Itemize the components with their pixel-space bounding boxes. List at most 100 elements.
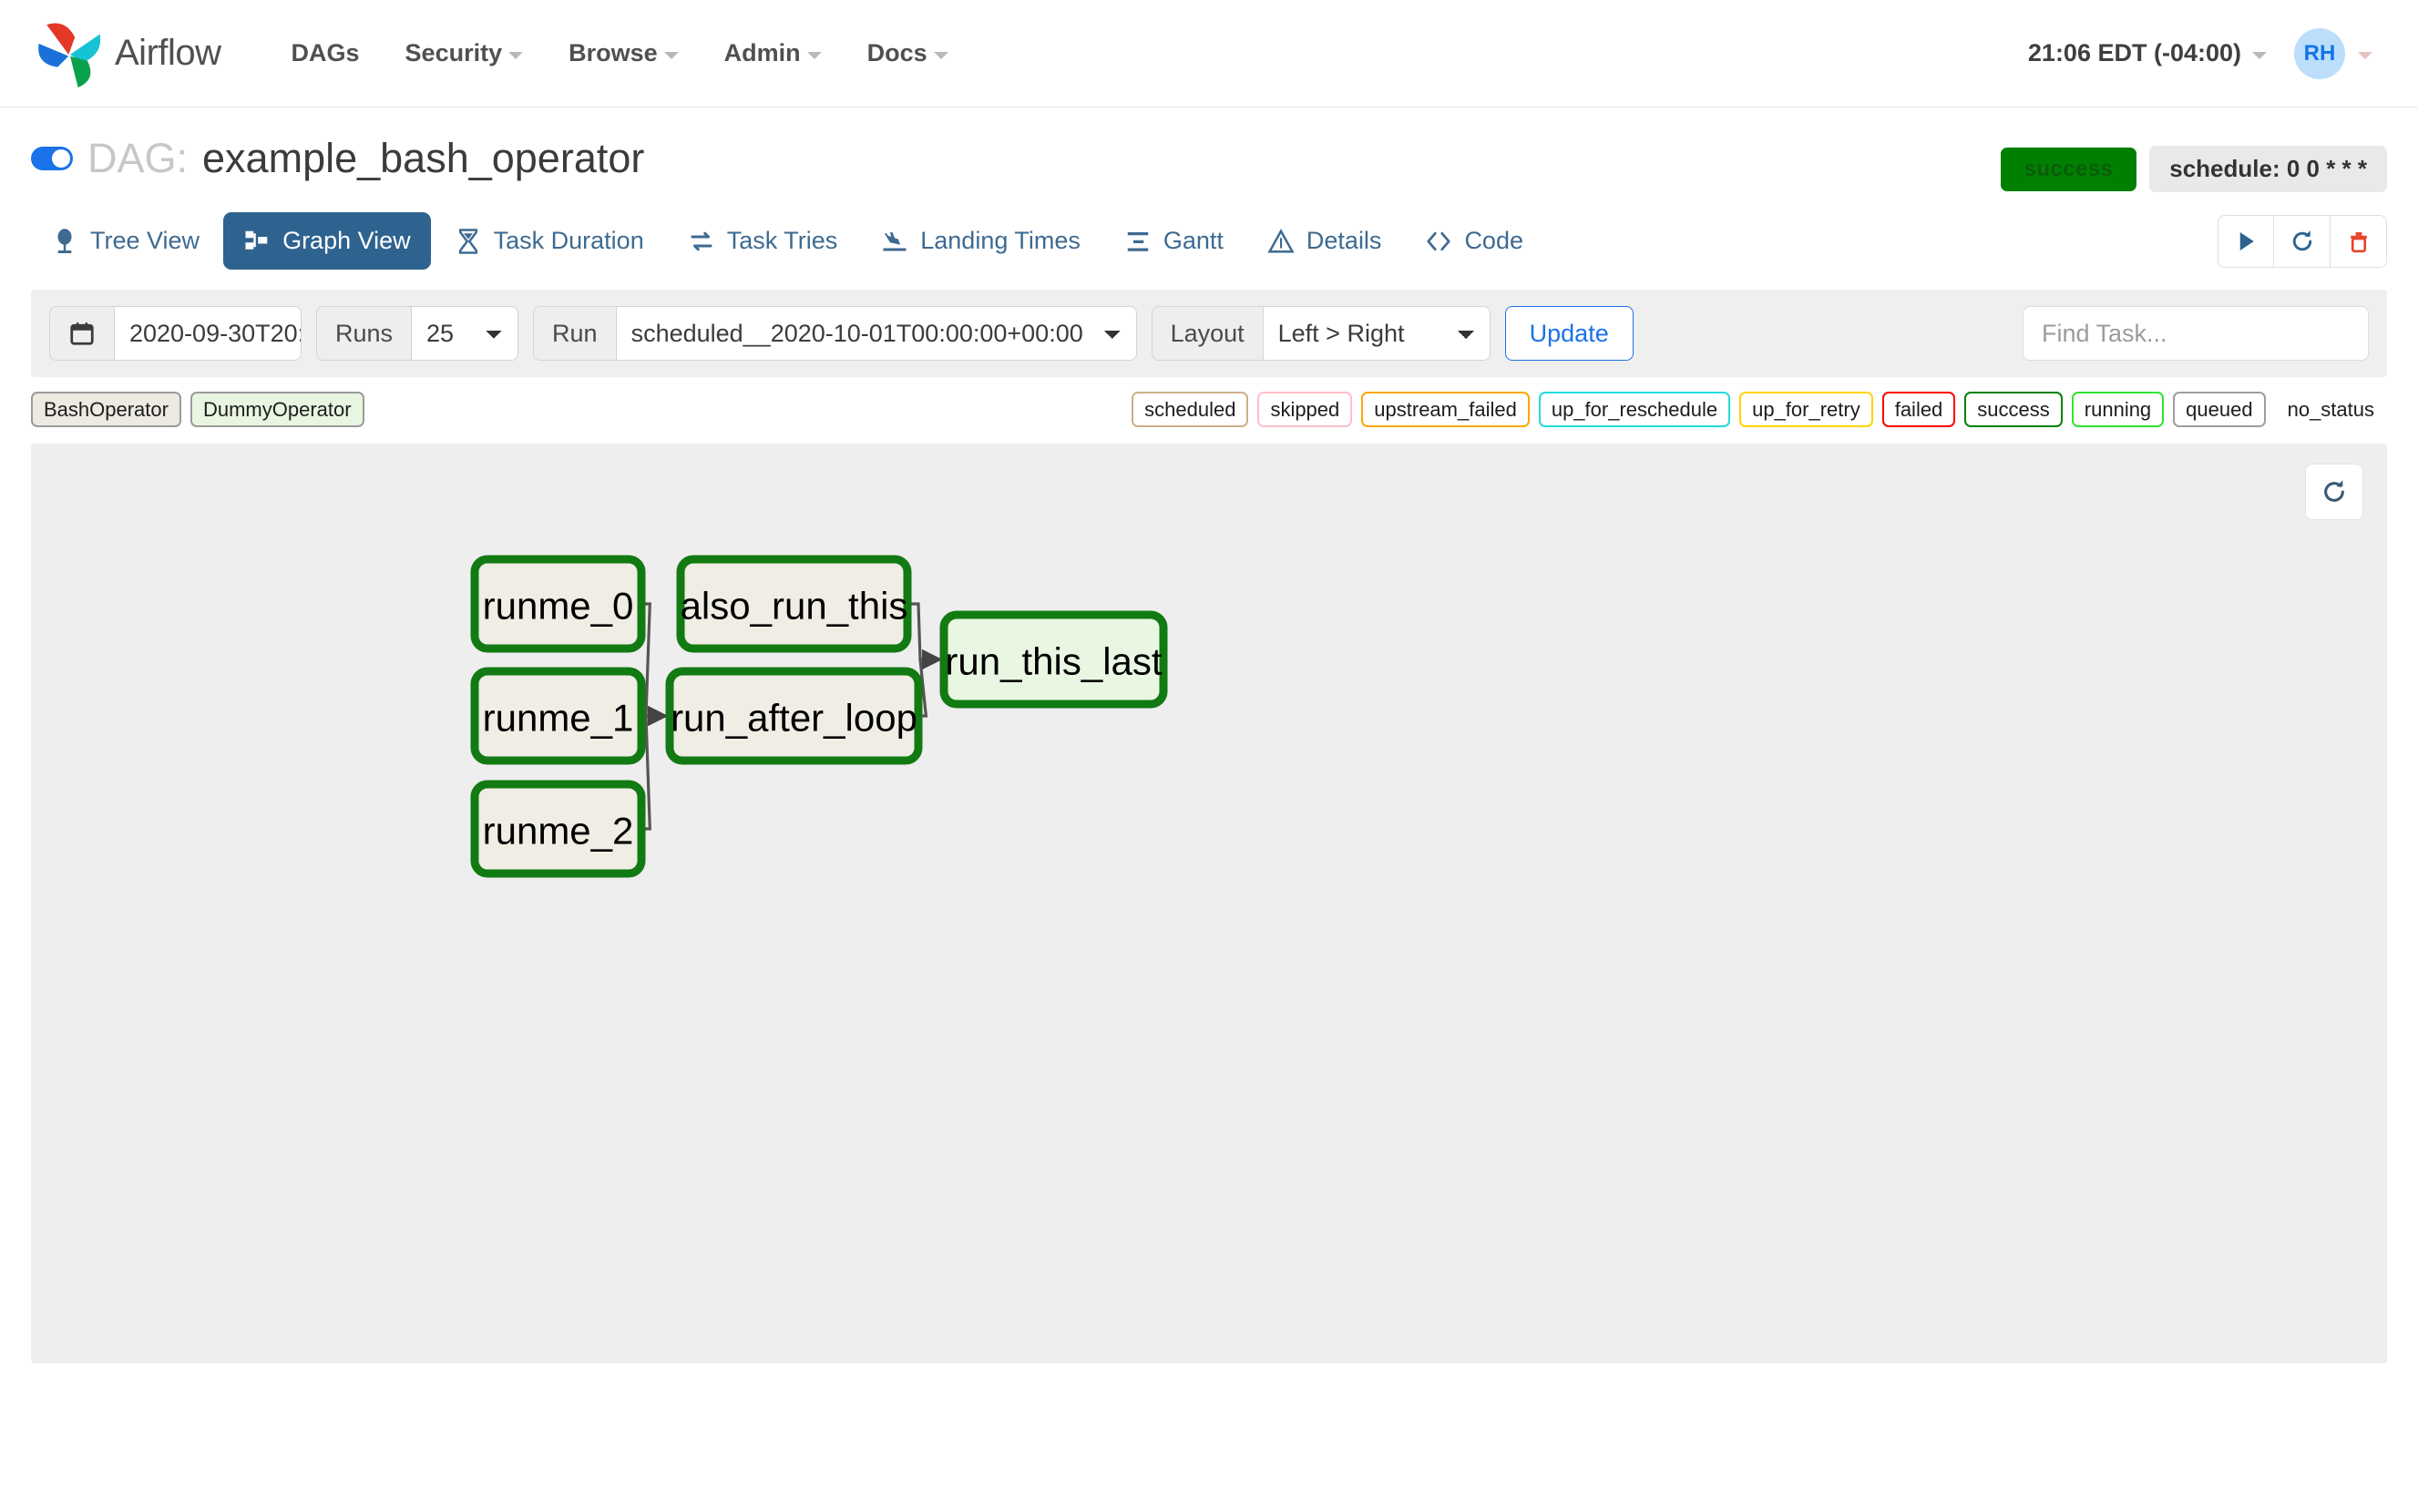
layout-group: Layout Left > Right bbox=[1151, 306, 1491, 361]
nav-item-dags[interactable]: DAGs bbox=[269, 30, 383, 77]
refresh-icon bbox=[2324, 480, 2344, 503]
graph-node-run_this_last[interactable]: run_this_last bbox=[939, 610, 1168, 709]
top-navbar: Airflow DAGs Security Browse Admin Docs … bbox=[0, 0, 2418, 107]
tab-landing-times[interactable]: Landing Times bbox=[861, 212, 1101, 270]
nav-item-admin[interactable]: Admin bbox=[702, 30, 845, 77]
tab-gantt-label: Gantt bbox=[1163, 227, 1224, 254]
status-legend: scheduled skipped upstream_failed up_for… bbox=[1132, 392, 2387, 428]
dag-prefix-label: DAG: bbox=[87, 135, 189, 181]
landing-plane-icon bbox=[883, 231, 907, 250]
graph-node-also_run_this[interactable]: also_run_this bbox=[676, 555, 912, 653]
trash-icon bbox=[2350, 231, 2367, 252]
gantt-icon bbox=[1127, 231, 1149, 251]
tab-task-tries-label: Task Tries bbox=[726, 227, 838, 254]
page-header: DAG: example_bash_operator success sched… bbox=[0, 107, 2418, 192]
graph-node-label: runme_0 bbox=[483, 585, 634, 628]
tab-tree-view-label: Tree View bbox=[90, 227, 200, 254]
status-legend-scheduled[interactable]: scheduled bbox=[1132, 392, 1249, 428]
graph-node-label: runme_1 bbox=[483, 697, 634, 740]
tab-task-duration-label: Task Duration bbox=[493, 227, 644, 254]
tab-tree-view[interactable]: Tree View bbox=[31, 212, 220, 270]
status-badge: success bbox=[2000, 147, 2137, 191]
run-group: Run scheduled__2020-10-01T00:00:00+00:00 bbox=[533, 306, 1137, 361]
runs-group: Runs 25 bbox=[316, 306, 519, 361]
graph-icon bbox=[245, 230, 268, 250]
nav-item-dags-label: DAGs bbox=[291, 39, 360, 66]
nav-item-docs[interactable]: Docs bbox=[845, 30, 971, 77]
airflow-pinwheel-icon bbox=[38, 22, 101, 87]
graph-panel: runme_0 runme_1 runme_2 also_run_this run_af… bbox=[31, 444, 2387, 1364]
status-legend-up-for-reschedule[interactable]: up_for_reschedule bbox=[1538, 392, 1731, 428]
legend-row: BashOperator DummyOperator scheduled ski… bbox=[31, 392, 2387, 428]
graph-node-rect bbox=[676, 555, 912, 653]
graph-edge bbox=[907, 602, 943, 670]
tab-code[interactable]: Code bbox=[1405, 212, 1543, 270]
chevron-down-icon bbox=[663, 51, 679, 59]
tab-graph-view[interactable]: Graph View bbox=[223, 212, 431, 270]
nav-item-browse[interactable]: Browse bbox=[546, 30, 702, 77]
status-legend-queued[interactable]: queued bbox=[2173, 392, 2266, 428]
status-legend-skipped[interactable]: skipped bbox=[1257, 392, 1353, 428]
header-badges: success schedule: 0 0 * * * bbox=[2000, 135, 2387, 192]
dag-name-label: example_bash_operator bbox=[202, 135, 645, 181]
num-runs-select[interactable]: 25 bbox=[411, 306, 519, 361]
operator-legend-item[interactable]: DummyOperator bbox=[190, 392, 364, 428]
calendar-icon bbox=[70, 322, 94, 345]
current-time-label: 21:06 EDT (-04:00) bbox=[2027, 39, 2241, 66]
status-legend-failed[interactable]: failed bbox=[1881, 392, 1956, 428]
view-tabs: Tree View Graph View Task Duration Task … bbox=[31, 212, 1543, 270]
dag-graph[interactable]: runme_0 runme_1 runme_2 also_run_this run_af… bbox=[31, 444, 2387, 1364]
status-legend-success[interactable]: success bbox=[1964, 392, 2063, 428]
tree-icon bbox=[57, 228, 72, 253]
filter-toolbar: 2020-09-30T20:00:01-0 Runs 25 Run schedu… bbox=[31, 290, 2387, 377]
graph-refresh-button[interactable] bbox=[2305, 464, 2363, 521]
tab-details[interactable]: Details bbox=[1247, 212, 1402, 270]
dag-pause-toggle[interactable] bbox=[31, 147, 73, 170]
tab-code-label: Code bbox=[1464, 227, 1523, 254]
graph-node-rect bbox=[665, 667, 923, 765]
base-date-input[interactable]: 2020-09-30T20:00:01-0 bbox=[114, 306, 302, 361]
dag-run-select[interactable]: scheduled__2020-10-01T00:00:00+00:00 bbox=[615, 306, 1137, 361]
graph-node-rect bbox=[470, 555, 646, 653]
tab-gantt[interactable]: Gantt bbox=[1104, 212, 1244, 270]
update-button[interactable]: Update bbox=[1504, 306, 1634, 361]
graph-edge bbox=[641, 706, 669, 831]
brand-logo-link[interactable]: Airflow bbox=[31, 20, 221, 87]
nav-item-browse-label: Browse bbox=[569, 39, 658, 66]
graph-node-label: also_run_this bbox=[681, 585, 908, 628]
nav-item-security-label: Security bbox=[405, 39, 503, 66]
user-menu[interactable]: RH bbox=[2294, 27, 2372, 79]
tab-task-tries[interactable]: Task Tries bbox=[668, 212, 858, 270]
layout-select[interactable]: Left > Right bbox=[1262, 306, 1491, 361]
status-legend-running[interactable]: running bbox=[2071, 392, 2165, 428]
graph-node-rect bbox=[939, 610, 1168, 709]
search-input[interactable] bbox=[2023, 306, 2369, 361]
page-title: DAG: example_bash_operator bbox=[31, 135, 644, 182]
nav-item-security[interactable]: Security bbox=[383, 30, 547, 77]
tab-details-label: Details bbox=[1306, 227, 1382, 254]
graph-node-runme_1[interactable]: runme_1 bbox=[470, 667, 646, 765]
play-icon bbox=[2239, 231, 2254, 250]
graph-node-run_after_loop[interactable]: run_after_loop bbox=[665, 667, 923, 765]
tab-graph-view-label: Graph View bbox=[282, 227, 411, 254]
tab-task-duration[interactable]: Task Duration bbox=[435, 212, 664, 270]
status-legend-up-for-retry[interactable]: up_for_retry bbox=[1739, 392, 1873, 428]
graph-node-runme_2[interactable]: runme_2 bbox=[470, 780, 646, 878]
status-legend-no-status[interactable]: no_status bbox=[2287, 398, 2374, 421]
timezone-selector[interactable]: 21:06 EDT (-04:00) bbox=[2028, 39, 2267, 67]
chevron-down-icon bbox=[2358, 51, 2372, 59]
calendar-button[interactable] bbox=[49, 306, 114, 361]
trigger-dag-button[interactable] bbox=[2218, 214, 2274, 268]
graph-node-runme_0[interactable]: runme_0 bbox=[470, 555, 646, 653]
graph-node-rect bbox=[470, 780, 646, 878]
operator-legend-item[interactable]: BashOperator bbox=[31, 392, 181, 428]
operator-legend: BashOperator DummyOperator bbox=[31, 392, 364, 428]
status-legend-upstream-failed[interactable]: upstream_failed bbox=[1361, 392, 1530, 428]
delete-dag-button[interactable] bbox=[2331, 214, 2387, 268]
hourglass-icon bbox=[458, 228, 477, 254]
view-tabbar: Tree View Graph View Task Duration Task … bbox=[0, 192, 2418, 270]
graph-node-label: runme_2 bbox=[483, 810, 634, 853]
schedule-badge: schedule: 0 0 * * * bbox=[2149, 146, 2387, 192]
graph-node-label: run_after_loop bbox=[671, 697, 917, 740]
refresh-button[interactable] bbox=[2274, 214, 2331, 268]
